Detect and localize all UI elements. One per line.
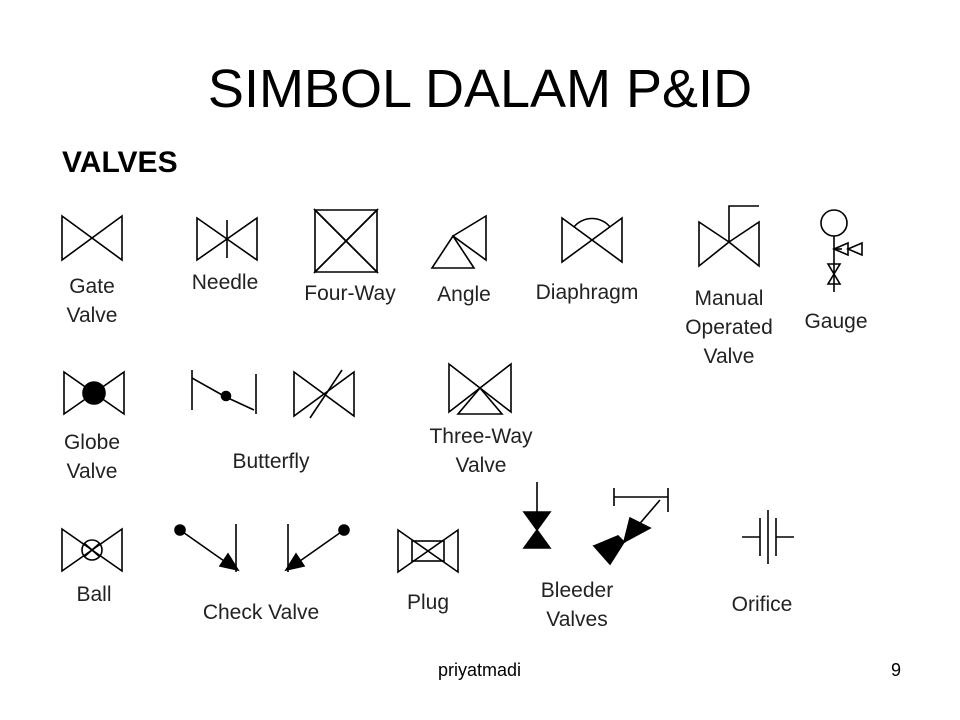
check-valve-symbol-2 [284,524,350,572]
gauge-label: Gauge [804,310,868,333]
page-title: SIMBOL DALAM P&ID [207,59,753,119]
needle-valve-label: Needle [191,271,259,294]
check-valve-symbol-1 [174,524,240,572]
three-way-valve-label: Three-Way Valve [429,425,533,477]
manual-operated-valve-symbol [698,205,760,268]
angle-valve-label: Angle [437,283,491,306]
footer-author: priyatmadi [438,660,522,680]
bleeder-valves-label: Bleeder Valves [540,579,614,631]
globe-valve-label: Globe Valve [63,431,121,483]
bleeder-valve-symbol-1 [522,482,552,549]
globe-valve-symbol [63,370,125,416]
four-way-valve-label: Four-Way [304,282,396,305]
butterfly-valve-label: Butterfly [232,450,310,473]
manual-operated-valve-label: Manual Operated Valve [685,287,773,368]
diaphragm-valve-symbol [561,216,623,264]
orifice-symbol [742,510,794,564]
orifice-label: Orifice [731,593,793,616]
check-valve-label: Check Valve [202,601,320,624]
gauge-symbol [820,209,863,292]
ball-valve-label: Ball [76,583,112,606]
butterfly-valve-symbol-1 [191,370,257,414]
plug-valve-symbol [397,528,459,574]
needle-valve-symbol [196,216,258,262]
gate-valve-label: Gate Valve [66,275,118,327]
page-number: 9 [891,660,902,680]
gate-valve-symbol [61,214,123,262]
bleeder-valve-symbol-2 [592,488,669,566]
ball-valve-symbol [61,527,123,573]
three-way-valve-symbol [448,362,512,415]
four-way-valve-symbol [313,208,379,274]
section-heading: VALVES [62,146,178,179]
diaphragm-valve-label: Diaphragm [535,281,639,304]
angle-valve-symbol [430,214,487,269]
butterfly-valve-symbol-2 [293,369,355,419]
plug-valve-label: Plug [406,591,450,614]
